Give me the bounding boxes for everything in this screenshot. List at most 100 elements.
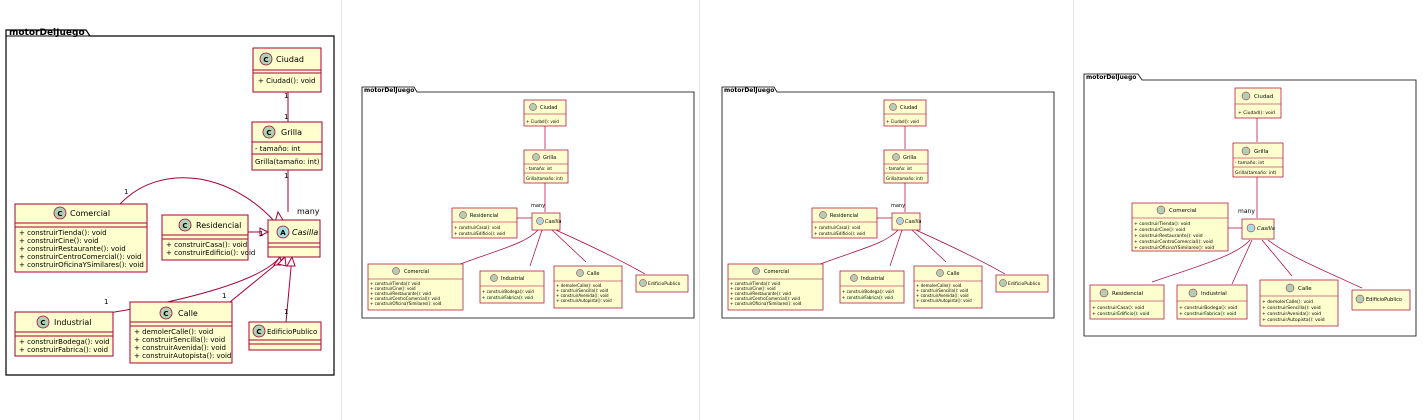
class-method: + construirOficinaYSimilares(): void: [19, 261, 144, 269]
class-method: + construirFabrica(): void: [482, 295, 533, 300]
mult-label: many: [531, 203, 545, 209]
class-stereotype: A: [280, 229, 286, 237]
class-stereotype: C: [256, 328, 261, 336]
class-name: EdificioPublico: [648, 281, 681, 287]
relationship-lines: [101, 80, 293, 323]
class-ciudad[interactable]: Ciudad + Ciudad(): void: [883, 99, 927, 127]
class-industrial[interactable]: C Industrial + construirBodega(): void +…: [14, 311, 114, 357]
class-stereotype: C: [263, 56, 268, 64]
class-industrial[interactable]: Industrial + construirBodega(): void + c…: [839, 270, 905, 304]
class-method: + Ciudad(): void: [886, 119, 919, 124]
mult-label: 1: [104, 298, 108, 306]
relationship-lines: [454, 122, 646, 275]
class-method: + construirSencilla(): void: [1262, 305, 1321, 311]
class-calle[interactable]: C Calle + demolerCalle(): void + constru…: [129, 301, 233, 364]
mult-label: many: [1238, 208, 1255, 215]
class-method: + Ciudad(): void: [526, 119, 559, 124]
class-grilla[interactable]: C Grilla - tamaño: int Grilla(tamaño: in…: [251, 121, 323, 171]
relationship-lines: [814, 122, 1006, 275]
class-field: - tamaño: int: [526, 166, 552, 171]
class-method: + construirCentroComercial(): void: [1134, 239, 1213, 245]
arrowheads: [259, 210, 296, 267]
class-method: + construirCentroComercial(): void: [19, 253, 141, 261]
class-grilla[interactable]: Grilla - tamaño: int Grilla(tamaño: int): [523, 149, 569, 184]
diagram-panel-4[interactable]: motorDelJuego Ciudad + Ciudad(): void Gr…: [1082, 70, 1418, 338]
class-edificio-publico[interactable]: EdificioPublico: [1351, 289, 1411, 311]
class-method: + construirSencilla(): void: [556, 288, 609, 293]
class-method: + construirCasa(): void: [1092, 305, 1144, 311]
class-method: + construirSencilla(): void: [134, 336, 225, 344]
class-name: Comercial: [70, 209, 110, 218]
class-calle[interactable]: Calle + demolerCalle(): void + construir…: [553, 265, 623, 309]
class-industrial[interactable]: Industrial + construirBodega(): void + c…: [1176, 284, 1248, 320]
class-edificio-publico[interactable]: EdificioPublico: [635, 274, 689, 293]
class-edificio-publico[interactable]: C EdificioPublico: [248, 321, 322, 351]
class-method: + construirRestaurante(): void: [730, 291, 791, 296]
class-residencial[interactable]: Residencial + construirCasa(): void + co…: [811, 207, 878, 239]
class-method: + construirCine(): void: [1134, 227, 1185, 233]
mult-label: 1: [124, 188, 128, 196]
class-method: + construirEdificio(): void: [454, 231, 506, 236]
class-method: + demolerCalle(): void: [556, 283, 602, 288]
class-method: + construirAvenida(): void: [134, 344, 226, 352]
class-field: - tamaño: int: [1235, 160, 1264, 166]
diagram-panel-2[interactable]: motorDelJuego Ciudad + Ciudad(): void Gr…: [360, 84, 696, 320]
class-method: + construirEdificio(): void: [814, 231, 866, 236]
class-comercial[interactable]: Comercial + construirTienda(): void + co…: [1131, 202, 1229, 252]
class-name: Comercial: [1169, 208, 1197, 214]
class-method: + construirAvenida(): void: [1262, 311, 1321, 317]
class-method: + construirAutopista(): void: [134, 352, 231, 360]
class-method: + Ciudad(): void: [1238, 110, 1275, 116]
class-method: Grilla(tamaño: int): [255, 158, 320, 166]
diagram-panel-1[interactable]: motorDelJuego 1 1 1 many 1 1 1 1 1: [0, 22, 341, 382]
class-ciudad[interactable]: C Ciudad + Ciudad(): void: [252, 47, 322, 93]
class-field: - tamaño: int: [886, 166, 912, 171]
class-residencial[interactable]: C Residencial + construirCasa(): void + …: [161, 214, 255, 261]
class-casilla[interactable]: A Casilla: [267, 219, 321, 258]
class-calle[interactable]: Calle + demolerCalle(): void + construir…: [1259, 279, 1339, 327]
class-name: Ciudad: [276, 55, 304, 64]
class-method: + construirFabrica(): void: [1179, 311, 1236, 317]
class-grilla[interactable]: Grilla - tamaño: int Grilla(tamaño: int): [1232, 142, 1284, 178]
gallery-separator: [341, 0, 342, 420]
class-method: + construirCentroComercial(): void: [370, 296, 440, 301]
mult-label: 1: [284, 308, 288, 316]
class-method: + construirAutopista(): void: [916, 298, 972, 303]
class-grilla[interactable]: Grilla - tamaño: int Grilla(tamaño: int): [883, 149, 929, 184]
class-casilla[interactable]: Casilla: [1241, 218, 1276, 240]
class-method: + construirBodega(): void: [482, 289, 534, 294]
class-industrial[interactable]: Industrial + construirBodega(): void + c…: [479, 270, 545, 304]
class-name: Ciudad: [900, 105, 917, 111]
class-ciudad[interactable]: Ciudad + Ciudad(): void: [523, 99, 567, 127]
class-name: Grilla: [1254, 149, 1268, 155]
class-method: + construirAvenida(): void: [916, 293, 969, 298]
class-method: + construirEdificio(): void: [1092, 311, 1150, 317]
class-method: + construirCine(): void: [19, 237, 99, 245]
class-comercial[interactable]: Comercial + construirTienda(): void + co…: [727, 263, 824, 311]
class-name: Casilla: [292, 228, 318, 237]
class-name: EdificioPublico: [267, 328, 317, 336]
package-label: motorDelJuego: [724, 87, 774, 94]
class-method: Grilla(tamaño: int): [526, 176, 563, 181]
class-method: + construirTienda(): void: [19, 229, 107, 237]
class-name: Ciudad: [1254, 94, 1273, 100]
class-casilla[interactable]: Casilla: [531, 212, 561, 231]
class-comercial[interactable]: C Comercial + construirTienda(): void + …: [14, 203, 148, 273]
class-residencial[interactable]: Residencial + construirCasa(): void + co…: [451, 207, 518, 239]
class-residencial[interactable]: Residencial + construirCasa(): void + co…: [1089, 284, 1165, 320]
class-comercial[interactable]: Comercial + construirTienda(): void + co…: [367, 263, 464, 311]
class-name: Industrial: [1201, 291, 1227, 297]
class-name: Residencial: [830, 213, 858, 219]
mult-label: 1: [222, 292, 226, 300]
class-ciudad[interactable]: Ciudad + Ciudad(): void: [1234, 87, 1282, 119]
mult-label: many: [297, 207, 320, 216]
class-method: + construirCasa(): void: [166, 241, 247, 249]
class-edificio-publico[interactable]: EdificioPublico: [995, 274, 1049, 293]
class-method: + construirRestaurante(): void: [370, 291, 431, 296]
mult-label: many: [891, 203, 905, 209]
class-method: + construirEdificio(): void: [166, 249, 255, 257]
class-casilla[interactable]: Casilla: [891, 212, 921, 231]
class-calle[interactable]: Calle + demolerCalle(): void + construir…: [913, 265, 983, 309]
class-name: Grilla: [281, 128, 302, 137]
diagram-panel-3[interactable]: motorDelJuego Ciudad + Ciudad(): void Gr…: [720, 84, 1056, 320]
